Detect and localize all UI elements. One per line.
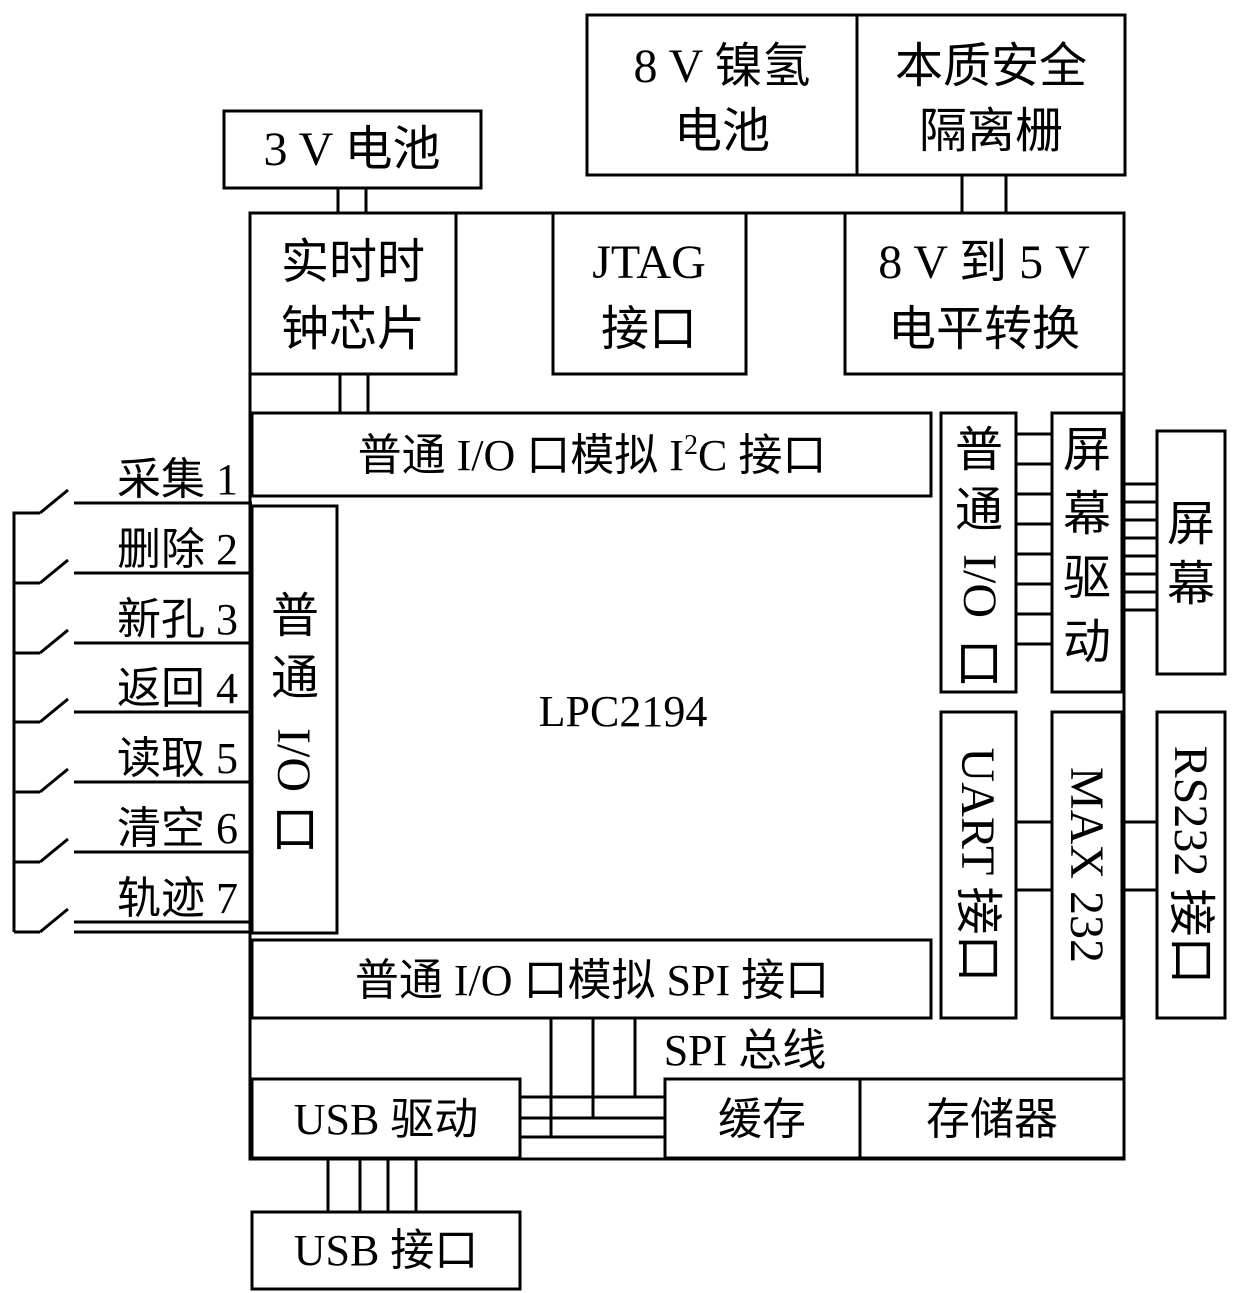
battery-3v-box: 3 V 电池 [222,109,483,190]
usb-driver-box: USB 驱动 [250,1077,522,1160]
isolation-barrier-line1: 本质安全 [895,40,1087,93]
left-gpio-box: 普 通 I/O 口 [250,504,339,935]
storage-box: 存储器 [858,1077,1126,1160]
rtc-chip-line1: 实时时 [281,236,425,289]
left-gpio-io: I/O [267,728,320,792]
left-gpio-char2: 通 [271,652,319,705]
button-label-clear: 清空 6 [117,804,238,853]
rs232-label: RS232 接口 [1164,746,1217,985]
screen-driver-char3: 驱 [1063,552,1111,605]
rtc-chip-line2: 钟芯片 [281,303,425,356]
i2c-port-box: 普通 I/O 口模拟 I2C 接口 [250,411,933,498]
right-gpio-io: I/O [953,554,1006,618]
battery-8v-line2: 电池 [674,105,770,158]
button-label-delete: 删除 2 [117,525,238,574]
uart-box: UART 接口 [939,710,1018,1020]
screen-driver-char2: 幕 [1063,488,1111,541]
jtag-line2: 接口 [601,303,697,356]
mcu-label: LPC2194 [539,687,708,736]
uart-label: UART 接口 [951,748,1004,983]
spi-bus-label: SPI 总线 [664,1026,827,1075]
screen-driver-char1: 屏 [1063,424,1111,477]
battery-8v-line1: 8 V 镍氢 [634,40,811,93]
max232-box: MAX 232 [1050,710,1124,1020]
button-label-new-hole: 新孔 3 [117,595,238,644]
isolation-barrier-box: 本质安全 隔离栅 [855,13,1127,177]
rs232-box: RS232 接口 [1155,710,1227,1020]
spi-port-label: 普通 I/O 口模拟 SPI 接口 [355,956,829,1005]
connector-lines [326,173,1157,1212]
button-label-track: 轨迹 7 [117,874,238,923]
storage-label: 存储器 [926,1095,1058,1144]
left-gpio-char1: 普 [271,590,319,643]
level-shift-line2: 电平转换 [888,303,1080,356]
screen-box: 屏 幕 [1155,429,1227,676]
i2c-port-label: 普通 I/O 口模拟 I2C 接口 [358,430,827,480]
level-shift-line1: 8 V 到 5 V [878,236,1090,289]
screen-char2: 幕 [1167,558,1215,611]
cache-label: 缓存 [718,1095,806,1144]
right-gpio-char1: 普 [955,424,1003,477]
left-gpio-char4: 口 [271,804,319,857]
usb-port-box: USB 接口 [250,1210,522,1291]
battery-3v-label: 3 V 电池 [264,123,441,176]
cache-box: 缓存 [663,1077,862,1160]
button-label-return: 返回 4 [117,664,238,713]
button-label-read: 读取 5 [117,734,238,783]
jtag-line1: JTAG [592,236,705,289]
spi-port-box: 普通 I/O 口模拟 SPI 接口 [250,938,933,1020]
right-gpio-box: 普 通 I/O 口 [939,411,1018,694]
button-switch-group [12,488,252,934]
right-gpio-char4: 口 [955,638,1003,691]
jtag-box: JTAG 接口 [551,211,748,376]
right-gpio-char2: 通 [955,484,1003,537]
screen-char1: 屏 [1167,498,1215,551]
max232-label: MAX 232 [1060,767,1113,963]
rtc-chip-box: 实时时 钟芯片 [248,211,458,376]
button-labels: 采集 1 删除 2 新孔 3 返回 4 读取 5 清空 6 轨迹 7 [117,455,238,923]
button-label-collect: 采集 1 [117,455,238,504]
isolation-barrier-line2: 隔离栅 [919,105,1063,158]
usb-port-label: USB 接口 [294,1226,479,1275]
level-shift-box: 8 V 到 5 V 电平转换 [843,211,1126,376]
screen-driver-char4: 动 [1063,616,1111,669]
screen-driver-box: 屏 幕 驱 动 [1050,411,1124,694]
usb-driver-label: USB 驱动 [294,1095,479,1144]
battery-8v-box: 8 V 镍氢 电池 [585,13,859,177]
